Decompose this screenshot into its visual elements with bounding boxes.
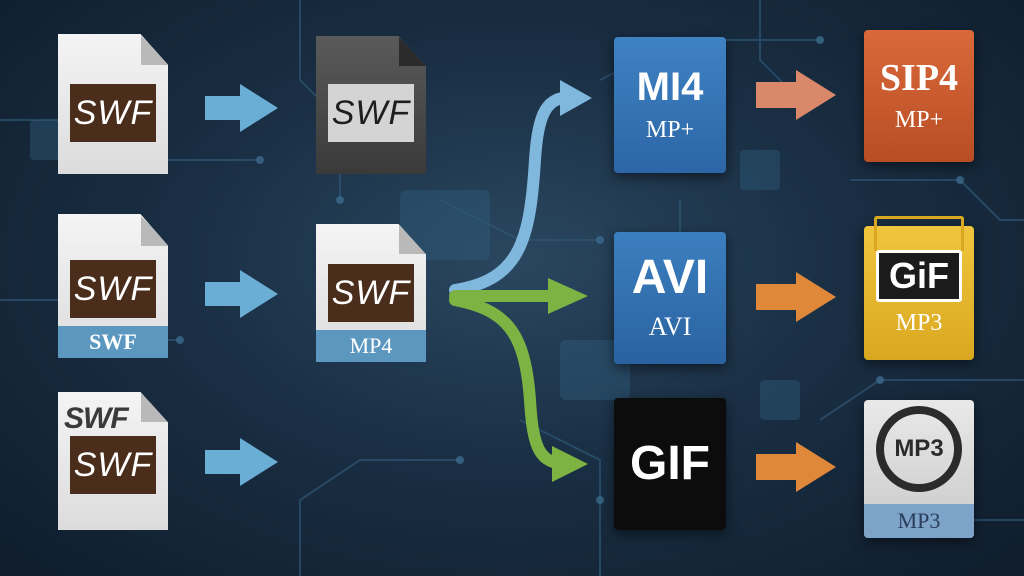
swf-file-1: SWF [58, 34, 168, 174]
card-subtitle: MP3 [895, 309, 943, 336]
file-type-ghost-label: SWF [64, 402, 129, 435]
card-title: MP3 [894, 435, 944, 462]
right-arrow-icon [560, 80, 592, 116]
card-title: GiF [876, 249, 962, 302]
mi4-card: MI4 MP+ [614, 37, 726, 173]
card-title: SIP4 [879, 56, 959, 99]
right-arrow-icon [548, 278, 588, 314]
right-arrow-icon [756, 272, 836, 322]
file-format-band: MP4 [316, 330, 426, 362]
right-arrow-icon [756, 442, 836, 492]
card-subtitle: MP+ [645, 116, 695, 143]
swf-file-3: SWF SWF [58, 392, 168, 530]
mp3-disc-icon: MP3 [876, 406, 962, 492]
gif-card: GIF [614, 398, 726, 530]
file-type-label: SWF [70, 436, 156, 494]
branch-up-connector [449, 91, 576, 296]
swf-file-2: SWF SWF [58, 214, 168, 358]
file-type-label: SWF [328, 84, 414, 142]
file-format-band: SWF [58, 326, 168, 358]
swf-file-dark: SWF [316, 36, 426, 174]
file-type-label: SWF [328, 264, 414, 322]
file-type-label: SWF [70, 260, 156, 318]
card-subtitle: MP3 [864, 504, 974, 538]
right-arrow-icon [205, 438, 278, 486]
card-title: GIF [630, 437, 710, 490]
right-arrow-icon [205, 270, 278, 318]
sip4-card: SIP4 MP+ [864, 30, 974, 162]
right-arrow-icon [205, 84, 278, 132]
card-title: AVI [631, 251, 709, 304]
swf-to-mp4-file: SWF MP4 [316, 224, 426, 362]
card-subtitle: MP+ [894, 106, 944, 133]
mp3-card: MP3 MP3 [864, 400, 974, 538]
right-arrow-icon [756, 70, 836, 120]
avi-card: AVI AVI [614, 232, 726, 364]
branch-down-connector [449, 294, 574, 470]
file-type-label: SWF [70, 84, 156, 142]
gif-mp3-card: GiF MP3 [864, 216, 974, 360]
card-subtitle: AVI [648, 312, 692, 341]
bag-handle [874, 216, 964, 251]
right-arrow-icon [552, 446, 588, 482]
card-title: MI4 [636, 64, 704, 109]
